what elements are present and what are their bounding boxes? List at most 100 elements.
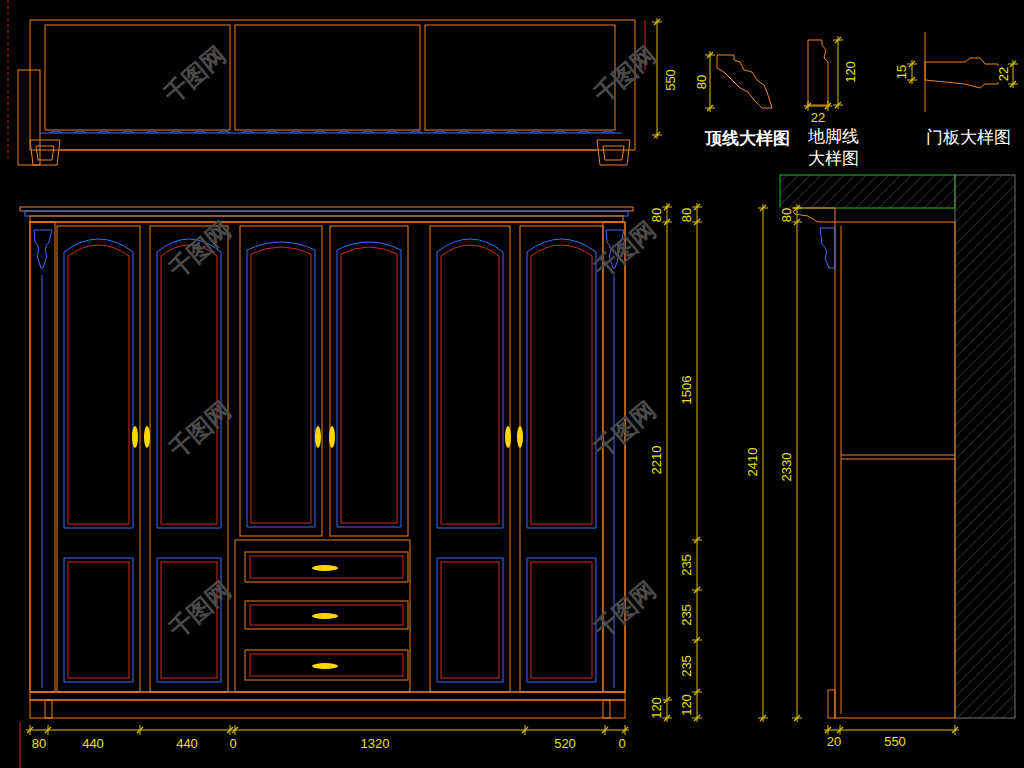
drawing-line <box>705 55 715 56</box>
drawer-front <box>250 605 403 625</box>
plan-foot <box>36 146 54 160</box>
watermark: 千图网 <box>589 42 661 108</box>
watermark: 千图网 <box>164 217 236 283</box>
drawing-line <box>1008 64 1018 65</box>
drawer-handle <box>312 565 338 571</box>
dimension-text: 120 <box>650 696 663 720</box>
door-handle <box>144 426 150 448</box>
dimension-text: 235 <box>680 553 693 577</box>
door-panel <box>337 242 401 527</box>
drawing-line <box>662 700 672 701</box>
drawing-line <box>955 725 956 735</box>
plan-ornament <box>146 131 158 133</box>
dimension-text: 80 <box>31 737 47 750</box>
side-corbel <box>820 228 835 268</box>
dimension-text: 0 <box>228 737 237 750</box>
detail-title: 门板大样图 <box>925 129 1012 146</box>
watermark: 千图网 <box>164 577 236 643</box>
door-panel <box>437 239 503 528</box>
cornice <box>30 216 623 222</box>
cabinet-frame <box>30 222 625 692</box>
drawing-line <box>692 207 702 208</box>
door-panel <box>441 562 499 678</box>
drawing-line <box>48 725 49 735</box>
plan-ornament <box>338 131 350 133</box>
door-handle <box>315 426 321 448</box>
watermark: 千图网 <box>159 42 231 108</box>
dimension-line <box>667 203 668 722</box>
door-panel <box>64 239 133 528</box>
plan-foot <box>30 140 60 165</box>
drawing-line <box>828 101 829 111</box>
drawing-line <box>692 692 702 693</box>
drawing-line <box>662 207 672 208</box>
drawing-line <box>841 459 955 460</box>
detail-title: 地脚线 大样图 <box>807 126 865 170</box>
door-panel <box>527 558 596 682</box>
drawing-line <box>140 725 141 735</box>
plinth-foot <box>30 700 52 718</box>
plan-ornament <box>458 131 470 133</box>
corbel <box>34 230 52 268</box>
dimension-text: 520 <box>553 737 577 750</box>
dimension-line <box>710 51 711 112</box>
drawing-line <box>60 150 597 151</box>
drawing-line <box>692 640 702 641</box>
door-handle <box>132 426 138 448</box>
drawing-line <box>692 590 702 591</box>
crown-profile <box>717 55 772 108</box>
plan-ornament <box>74 131 86 133</box>
door-panel <box>531 245 592 524</box>
drawing-line <box>662 222 672 223</box>
dimension-text: 550 <box>883 735 907 748</box>
dimension-text: 235 <box>680 654 693 678</box>
drawer-front <box>245 650 408 680</box>
dimension-line <box>763 204 764 722</box>
dimension-line <box>838 36 839 109</box>
drawing-line <box>758 208 768 209</box>
plinth-foot <box>603 700 625 718</box>
drawing-line <box>652 22 662 23</box>
dimension-line <box>824 730 959 731</box>
door-panel <box>527 239 596 528</box>
drawing-line <box>652 135 662 136</box>
drawing-line <box>808 101 809 111</box>
door-panel <box>441 245 499 524</box>
side-carcass <box>835 222 955 718</box>
plan-compartment <box>235 25 420 130</box>
detail-title: 顶线大样图 <box>704 130 791 147</box>
dimension-text: 15 <box>895 64 908 80</box>
plan-foot <box>597 140 630 165</box>
drawing-line <box>833 40 843 41</box>
plan-ornament <box>434 131 446 133</box>
plinth <box>45 700 610 718</box>
door-leaf <box>330 226 408 536</box>
drawing-line <box>525 725 526 735</box>
drawing-line <box>8 0 9 160</box>
dimension-text: 2410 <box>746 447 759 478</box>
drawing-line <box>792 208 802 209</box>
door-leaf <box>430 226 510 692</box>
drawing-line <box>840 725 841 735</box>
cornice <box>25 211 628 216</box>
plan-ornament <box>218 131 230 133</box>
door-panel <box>531 562 592 678</box>
dimension-text: 0 <box>617 737 626 750</box>
drawer-handle <box>312 663 338 669</box>
drawing-line <box>841 455 955 456</box>
plan-ornament <box>578 131 590 133</box>
dimension-text: 80 <box>780 207 793 223</box>
plan-ornament <box>266 131 278 133</box>
watermark: 千图网 <box>589 217 661 283</box>
dimension-text: 22 <box>997 66 1010 82</box>
drawing-line <box>841 226 842 714</box>
drawer-front <box>245 601 408 629</box>
drawer-handle <box>312 613 338 619</box>
drawer-front <box>250 654 403 676</box>
plan-ornament <box>122 131 134 133</box>
plan-ornament <box>410 131 422 133</box>
door-handle <box>505 426 511 448</box>
plan-ornament <box>530 131 542 133</box>
dimension-line <box>697 203 698 722</box>
